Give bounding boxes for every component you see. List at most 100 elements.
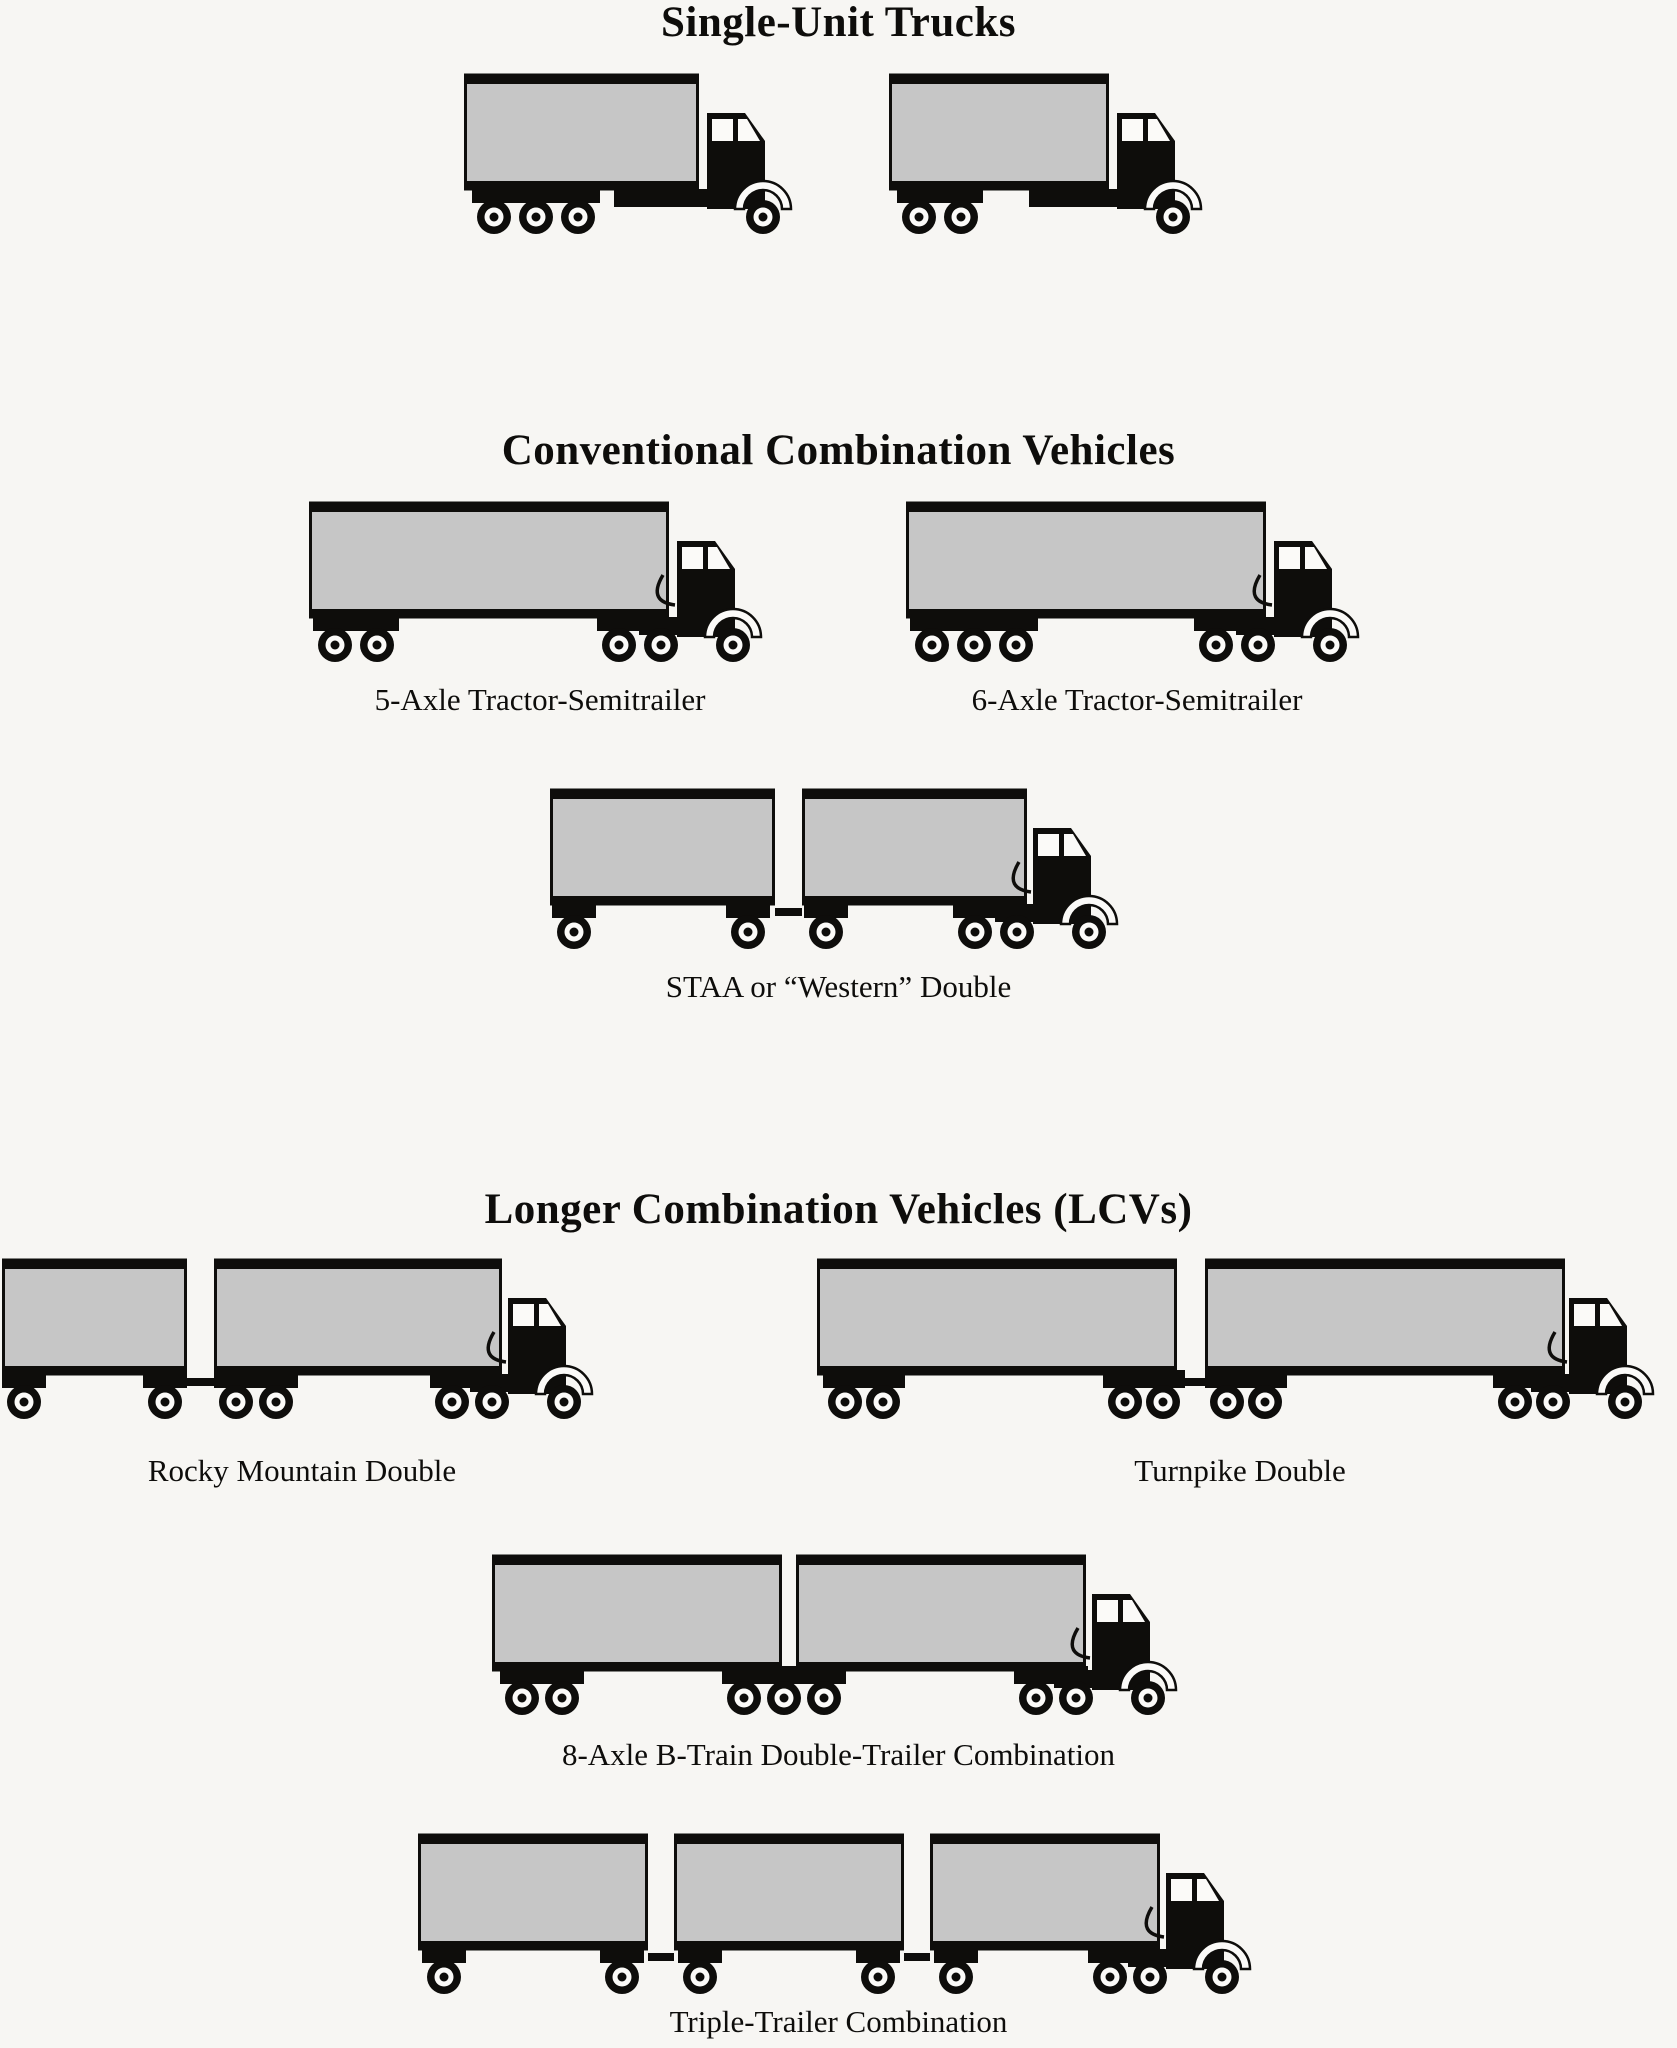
vehicle-row-2: STAA or “Western” Double: [0, 782, 1677, 1005]
wheel: [1130, 1681, 1165, 1716]
section-title-longer-combination: Longer Combination Vehicles (LCVs): [484, 1185, 1193, 1233]
wheel: [604, 1959, 639, 1994]
wheel: [860, 1959, 895, 1994]
vehicle-row-5: Triple-Trailer Combination: [0, 1827, 1677, 2040]
vehicle-ts6: 6-Axle Tractor-Semitrailer: [906, 495, 1368, 718]
wheel: [1498, 1384, 1532, 1419]
vehicle-label: 6-Axle Tractor-Semitrailer: [971, 682, 1303, 718]
trailer-box: [888, 73, 1109, 191]
wheel: [828, 1384, 862, 1419]
trailer-box: [817, 1258, 1177, 1376]
tractor-cab: [706, 113, 792, 211]
wheel: [958, 914, 992, 949]
wheel: [938, 1959, 973, 1994]
trailer-box: [795, 1554, 1086, 1672]
section-single-unit-trucks: Single-Unit Trucks: [0, 0, 1677, 242]
wheel: [1608, 1384, 1642, 1419]
wheel: [943, 200, 978, 235]
wheel: [544, 1681, 579, 1716]
vehicle-label: 8-Axle B-Train Double-Trailer Combinatio…: [561, 1737, 1116, 1773]
wheel: [476, 200, 511, 235]
tractor-cab: [1116, 113, 1202, 211]
wheel: [1536, 1384, 1570, 1419]
wheel: [7, 1384, 41, 1419]
wheel: [999, 628, 1033, 663]
vehicle-label: Triple-Trailer Combination: [669, 2003, 1008, 2039]
wheel: [602, 628, 636, 663]
wheel: [901, 200, 936, 235]
wheel: [504, 1681, 539, 1716]
wheel: [518, 200, 553, 235]
trailer-box: [906, 501, 1266, 619]
trailer-box: [417, 1833, 648, 1951]
tractor-cab: [1547, 1297, 1655, 1395]
wheel: [1132, 1959, 1167, 1994]
vehicle-label: Turnpike Double: [1134, 1452, 1346, 1488]
wheel: [1155, 200, 1190, 235]
drawbar: [903, 1952, 930, 1961]
tractor-cab: [1144, 1872, 1251, 1971]
vehicle-art-ts5: [309, 501, 763, 663]
wheel: [426, 1959, 461, 1994]
wheel: [219, 1384, 253, 1419]
trailer-box: [491, 1554, 782, 1672]
vehicle-su3: [888, 67, 1214, 242]
wheel: [1204, 1959, 1239, 1994]
wheel: [1000, 914, 1034, 949]
wheel: [318, 628, 352, 663]
drawbar: [647, 1952, 674, 1961]
wheel: [716, 628, 750, 663]
trailer-box: [463, 73, 699, 191]
vehicle-art-ts6: [906, 501, 1360, 663]
trailer-box: [802, 788, 1027, 906]
single-unit-rows: [0, 67, 1677, 242]
vehicle-row-4: 8-Axle B-Train Double-Trailer Combinatio…: [0, 1548, 1677, 1773]
wheel: [682, 1959, 717, 1994]
section-longer-combination: Longer Combination Vehicles (LCVs) Rocky…: [0, 1185, 1677, 2040]
wheel: [1146, 1384, 1180, 1419]
wheel: [560, 200, 595, 235]
drawbar: [775, 907, 802, 916]
tractor-cab: [1070, 1594, 1177, 1692]
wheel: [1092, 1959, 1127, 1994]
wheel: [809, 914, 843, 949]
wheel: [1108, 1384, 1142, 1419]
wheel: [435, 1384, 469, 1419]
vehicle-su4: [463, 67, 804, 242]
wheel: [557, 914, 591, 949]
tractor-cab: [1252, 541, 1360, 639]
tractor-cab: [655, 541, 763, 639]
tractor-cab: [1011, 827, 1119, 926]
trailer-box: [1205, 1258, 1565, 1376]
chassis: [613, 189, 737, 208]
trailer-box: [929, 1833, 1160, 1951]
wheel: [1248, 1384, 1282, 1419]
trailer-box: [2, 1258, 187, 1376]
wheel: [475, 1384, 509, 1419]
wheel: [1241, 628, 1275, 663]
section-title-single-unit-trucks: Single-Unit Trucks: [660, 0, 1017, 46]
drawbar: [1177, 1377, 1205, 1386]
wheel: [259, 1384, 293, 1419]
section-title-conventional-combination: Conventional Combination Vehicles: [501, 427, 1176, 475]
wheel: [148, 1384, 182, 1419]
wheel: [866, 1384, 900, 1419]
vehicle-rm: Rocky Mountain Double: [2, 1252, 602, 1489]
trailer-box: [214, 1258, 502, 1376]
vehicle-art-rm: [2, 1258, 594, 1419]
wheel: [1313, 628, 1347, 663]
trailer-box: [550, 788, 775, 906]
wheel: [731, 914, 765, 949]
wheel: [1199, 628, 1233, 663]
tractor-cab: [486, 1297, 594, 1395]
wheel: [957, 628, 991, 663]
trailer-box: [309, 501, 669, 619]
vehicle-art-bt: [491, 1554, 1177, 1716]
vehicle-tt: Triple-Trailer Combination: [417, 1827, 1260, 2040]
wheel: [745, 200, 780, 235]
